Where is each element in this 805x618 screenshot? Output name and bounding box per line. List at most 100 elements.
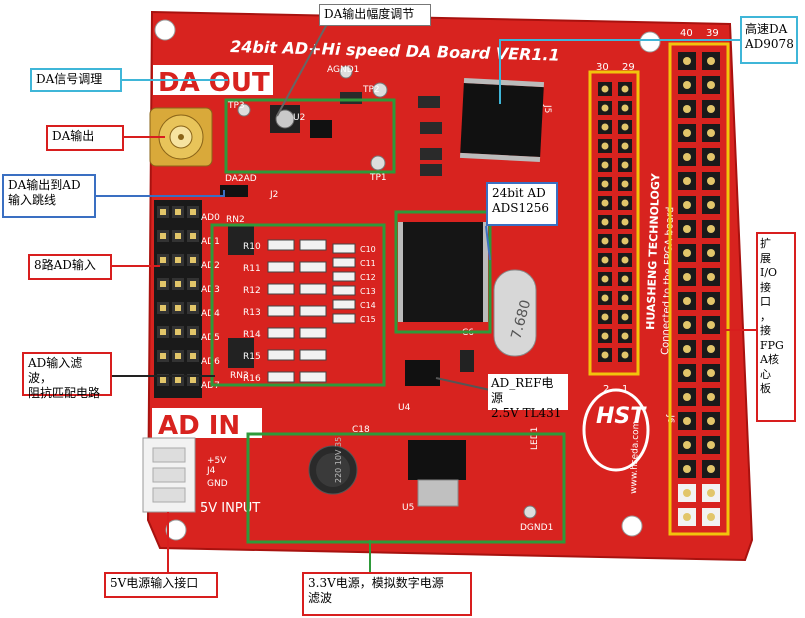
- header-pin: [678, 484, 696, 502]
- header-pin: [618, 196, 632, 210]
- da2ad-silk: DA2AD: [225, 174, 257, 184]
- tp3-silk: TP3: [227, 101, 245, 111]
- header-pin: [172, 230, 184, 242]
- capacitor: C13: [332, 285, 376, 296]
- header-pin: [157, 350, 169, 362]
- resistor: R11: [243, 261, 327, 274]
- header-pin: [678, 364, 696, 382]
- pin39-silk: 39: [706, 28, 719, 39]
- header-pin: [598, 234, 612, 248]
- jumper-j2: [220, 185, 248, 197]
- header-pin: [678, 76, 696, 94]
- header-pin: [678, 316, 696, 334]
- header-pin: [598, 196, 612, 210]
- capacitor: C11: [332, 257, 376, 268]
- header-pin: [598, 291, 612, 305]
- annotation-ad-filter: AD输入滤波， 阻抗匹配电路: [22, 352, 112, 400]
- header-pin: [598, 101, 612, 115]
- u2-silk: U2: [293, 113, 305, 123]
- voltage-regulator: [408, 440, 466, 507]
- ad-pin-silk: AD7: [201, 381, 220, 391]
- annotation-da-to-ad-line2: 输入跳线: [8, 193, 57, 207]
- resistor-silk: R10: [243, 242, 261, 252]
- annotation-power-5v: 5V电源输入接口: [104, 572, 218, 598]
- j5-silk: J5: [542, 104, 552, 113]
- j5-pin-grid: [598, 82, 632, 362]
- annotation-ad-filter-line1: AD输入滤波，: [28, 356, 83, 385]
- header-pin: [172, 278, 184, 290]
- annotation-da-signal: DA信号调理: [30, 68, 122, 92]
- header-pin: [702, 484, 720, 502]
- ad-pin-silk: AD5: [201, 333, 220, 343]
- rn2-silk: RN2: [226, 215, 245, 225]
- header-pin: [678, 436, 696, 454]
- header-pin: [618, 158, 632, 172]
- mounting-hole: [621, 515, 643, 537]
- capacitor-silk: C11: [360, 259, 376, 268]
- led1-silk: LED1: [530, 427, 540, 450]
- header-pin: [157, 326, 169, 338]
- header-pin: [172, 326, 184, 338]
- header-pin: [702, 292, 720, 310]
- da-out-silk: DA OUT: [158, 68, 270, 98]
- website-silk: www.hseda.com: [629, 420, 642, 494]
- header-pin: [678, 292, 696, 310]
- header-pin: [172, 302, 184, 314]
- pin30-silk: 30: [596, 62, 609, 73]
- pin29-silk: 29: [622, 62, 635, 73]
- annotation-expansion-line: 接: [760, 324, 771, 337]
- ad-in-silk: AD IN: [158, 411, 240, 441]
- header-pin: [598, 329, 612, 343]
- header-pin: [598, 253, 612, 267]
- header-pin: [702, 244, 720, 262]
- header-pin: [618, 139, 632, 153]
- tl431-chip: [405, 360, 440, 386]
- header-pin: [702, 220, 720, 238]
- header-pin: [618, 291, 632, 305]
- capacitor-silk: C10: [360, 245, 376, 254]
- header-pin: [678, 412, 696, 430]
- header-pin: [702, 508, 720, 526]
- resistor-silk: R12: [243, 286, 261, 296]
- header-pin: [678, 388, 696, 406]
- resistor-silk: R16: [243, 374, 261, 384]
- header-pin: [157, 278, 169, 290]
- annotation-power-5v-text: 5V电源输入接口: [110, 576, 199, 590]
- header-pin: [678, 196, 696, 214]
- header-pin: [702, 460, 720, 478]
- header-pin: [618, 348, 632, 362]
- header-pin: [702, 196, 720, 214]
- da-chip: [459, 77, 545, 163]
- ad-pin-silk: AD1: [201, 237, 220, 247]
- annotation-power-33-line2: 滤波: [308, 591, 333, 605]
- annotation-expansion-line: I/O: [760, 266, 778, 279]
- annotation-ad8: 8路AD输入: [28, 254, 112, 280]
- header-pin: [187, 350, 199, 362]
- input-silk: 5V INPUT: [200, 501, 260, 516]
- annotation-da-amplitude: DA输出幅度调节: [319, 4, 431, 26]
- header-pin: [598, 158, 612, 172]
- annotation-da-output: DA输出: [46, 125, 124, 151]
- j5-box: [588, 70, 640, 376]
- hst-logo: HST www.hseda.com: [582, 388, 650, 494]
- rn3-silk: RN3: [230, 371, 249, 381]
- header-pin: [702, 100, 720, 118]
- annotation-expansion-line: 板: [760, 382, 771, 395]
- mounting-hole: [165, 519, 187, 541]
- header-pin: [157, 302, 169, 314]
- j6-pin-grid: [678, 52, 720, 526]
- header-pin: [598, 215, 612, 229]
- annotation-da-to-ad-line1: DA输出到AD: [8, 178, 81, 192]
- header-pin: [702, 316, 720, 334]
- annotation-da-amplitude-text: DA输出幅度调节: [324, 7, 415, 21]
- u4-silk: U4: [398, 403, 411, 413]
- tp2-silk: TP2: [362, 85, 380, 95]
- header-pin: [618, 215, 632, 229]
- header-pin: [678, 220, 696, 238]
- annotation-hs-da: 高速DA AD9078: [740, 16, 798, 64]
- dgnd1-silk: DGND1: [520, 523, 553, 533]
- header-pin: [172, 206, 184, 218]
- header-pin: [702, 364, 720, 382]
- header-pin: [702, 52, 720, 70]
- annotation-ad8-text: 8路AD输入: [34, 258, 96, 272]
